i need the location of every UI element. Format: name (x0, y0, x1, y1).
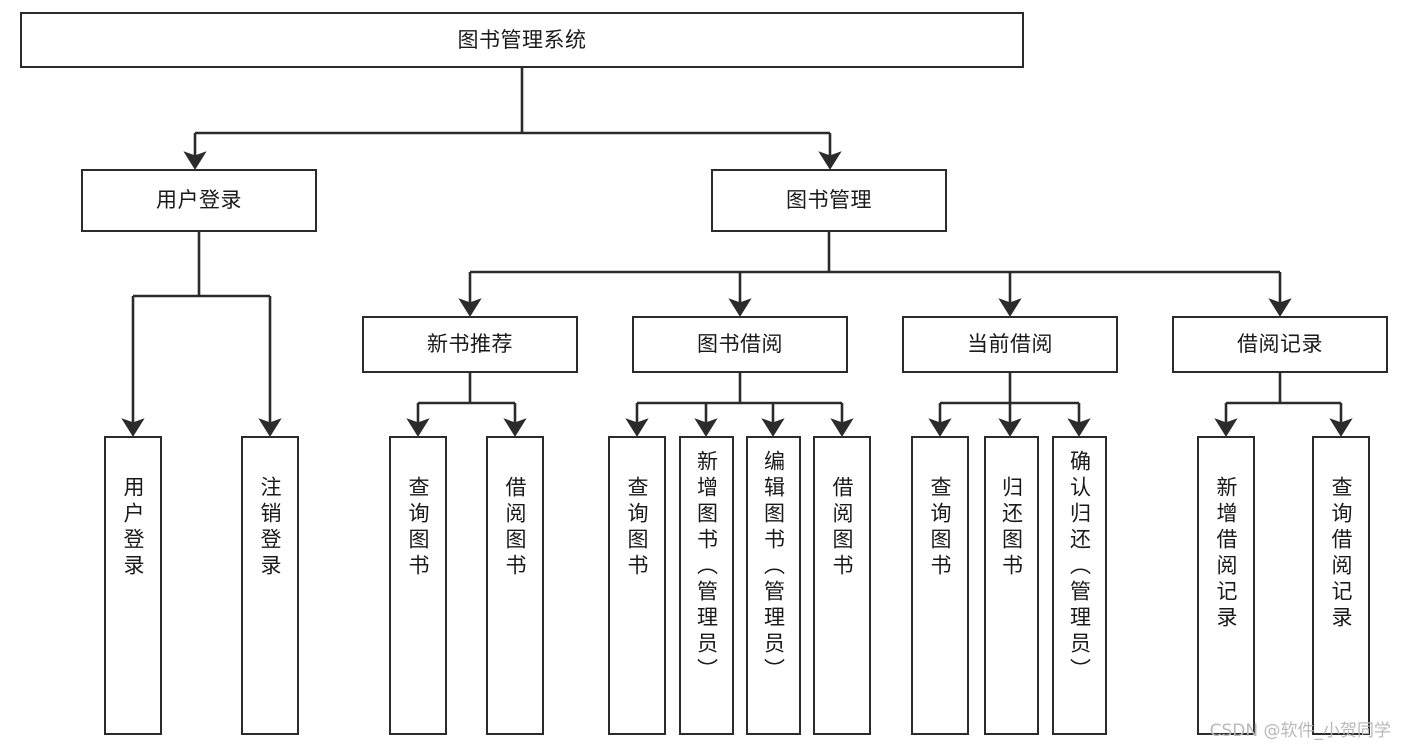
node-book-manage[interactable]: 图书管理 (711, 169, 947, 232)
node-leaf-add-book[interactable]: 新增图书（管理员） (679, 436, 734, 735)
node-borrow-record-label: 借阅记录 (1237, 332, 1323, 357)
node-leaf-user-logout-label: 注销登录 (258, 476, 283, 580)
node-book-borrow-label: 图书借阅 (697, 332, 783, 357)
node-leaf-add-record[interactable]: 新增借阅记录 (1197, 436, 1255, 735)
watermark-text: CSDN @软件_小贺同学 (1209, 721, 1391, 741)
node-leaf-query-book-1[interactable]: 查询图书 (389, 436, 447, 735)
node-user-login-label: 用户登录 (156, 188, 242, 213)
node-leaf-query-book-2-label: 查询图书 (625, 476, 650, 580)
node-new-book-recommend-label: 新书推荐 (427, 332, 513, 357)
node-book-borrow[interactable]: 图书借阅 (632, 316, 848, 373)
node-current-borrow[interactable]: 当前借阅 (902, 316, 1118, 373)
node-leaf-query-book-2[interactable]: 查询图书 (608, 436, 666, 735)
node-leaf-edit-book[interactable]: 编辑图书（管理员） (746, 436, 801, 735)
node-leaf-add-record-label: 新增借阅记录 (1214, 476, 1239, 632)
node-leaf-query-book-3-label: 查询图书 (928, 476, 953, 580)
node-leaf-confirm-return-label: 确认归还（管理员） (1067, 450, 1092, 684)
node-root[interactable]: 图书管理系统 (20, 12, 1024, 68)
node-borrow-record[interactable]: 借阅记录 (1172, 316, 1388, 373)
node-current-borrow-label: 当前借阅 (967, 332, 1053, 357)
node-leaf-query-record-label: 查询借阅记录 (1329, 476, 1354, 632)
node-leaf-query-book-1-label: 查询图书 (406, 476, 431, 580)
node-leaf-query-book-3[interactable]: 查询图书 (911, 436, 969, 735)
node-leaf-borrow-book-1[interactable]: 借阅图书 (486, 436, 544, 735)
node-root-label: 图书管理系统 (457, 27, 587, 52)
node-leaf-borrow-book-2-label: 借阅图书 (830, 476, 855, 580)
node-leaf-add-book-label: 新增图书（管理员） (694, 450, 719, 684)
node-leaf-return-book-label: 归还图书 (999, 476, 1024, 580)
node-leaf-confirm-return[interactable]: 确认归还（管理员） (1052, 436, 1107, 735)
node-user-login[interactable]: 用户登录 (81, 169, 317, 232)
node-leaf-edit-book-label: 编辑图书（管理员） (761, 450, 786, 684)
node-leaf-borrow-book-1-label: 借阅图书 (503, 476, 528, 580)
node-leaf-borrow-book-2[interactable]: 借阅图书 (813, 436, 871, 735)
node-leaf-query-record[interactable]: 查询借阅记录 (1312, 436, 1370, 735)
node-leaf-user-login[interactable]: 用户登录 (104, 436, 162, 735)
node-book-manage-label: 图书管理 (786, 188, 872, 213)
node-leaf-return-book[interactable]: 归还图书 (984, 436, 1039, 735)
node-leaf-user-login-label: 用户登录 (121, 476, 146, 580)
node-new-book-recommend[interactable]: 新书推荐 (362, 316, 578, 373)
node-leaf-user-logout[interactable]: 注销登录 (241, 436, 299, 735)
